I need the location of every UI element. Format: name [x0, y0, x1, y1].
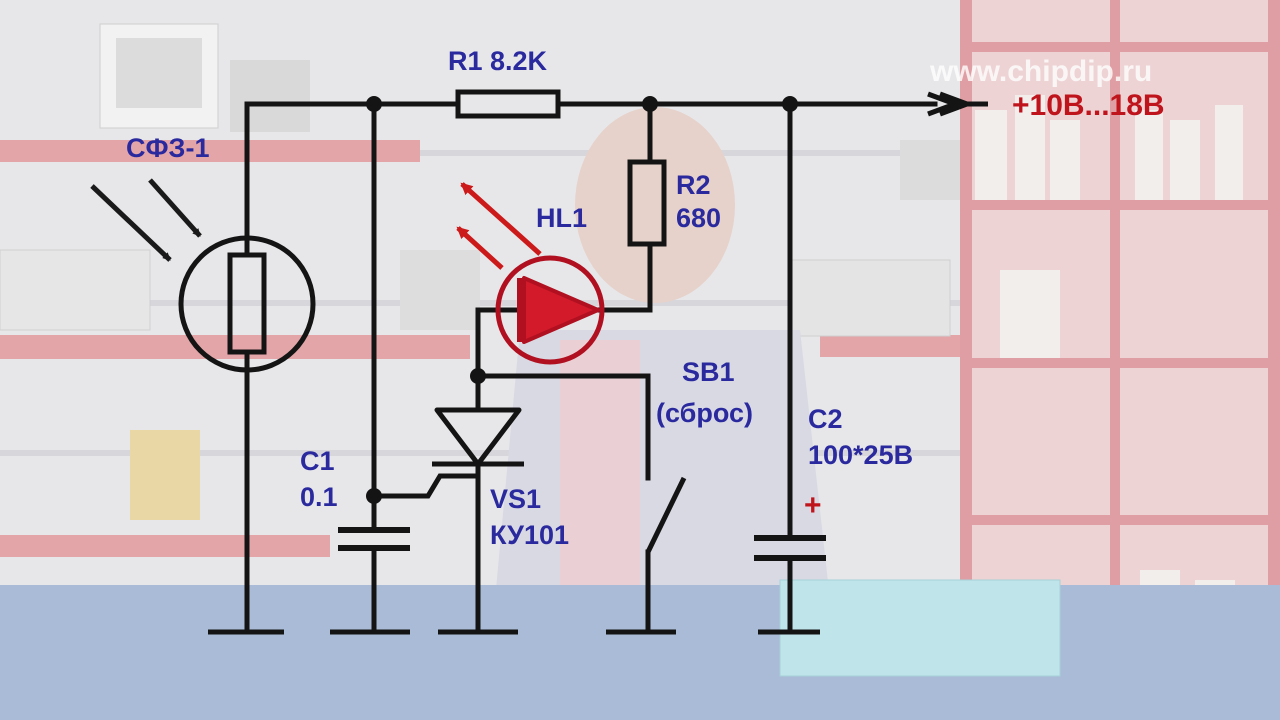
junction-c1-top	[366, 96, 382, 112]
label-c1-name: C1	[300, 446, 335, 476]
label-r2-value: 680	[676, 203, 722, 233]
c1-capacitor-icon	[338, 527, 410, 551]
junction-dots	[366, 96, 798, 504]
label-supply-voltage: +10В...18В	[1012, 89, 1165, 122]
supply-arrow	[927, 91, 988, 117]
junction-gate	[366, 488, 382, 504]
junction-r2-top	[642, 96, 658, 112]
label-hl1: HL1	[536, 203, 588, 233]
label-c1-value: 0.1	[300, 482, 338, 512]
c2-capacitor-icon	[754, 535, 826, 561]
led-icon	[456, 182, 605, 365]
label-c2-value: 100*25В	[808, 440, 914, 470]
label-vs1-type: КУ101	[490, 520, 569, 550]
label-vs1-name: VS1	[490, 484, 542, 514]
label-sb1-note: (сброс)	[656, 398, 753, 428]
wires	[244, 101, 938, 635]
label-r2-name: R2	[676, 170, 711, 200]
label-photoresistor: СФЗ-1	[126, 133, 210, 163]
label-sb1-name: SB1	[682, 357, 735, 387]
label-c2-name: C2	[808, 404, 843, 434]
junction-sb1	[470, 368, 486, 384]
thyristor-icon	[432, 407, 524, 467]
watermark-text: www.chipdip.ru	[930, 55, 1153, 88]
r1-resistor-icon	[455, 89, 561, 119]
r2-resistor-icon	[627, 159, 667, 247]
wire-sb1-top	[475, 373, 651, 481]
photoresistor-icon	[90, 178, 316, 373]
label-r1: R1 8.2K	[448, 46, 548, 76]
wire-gate	[371, 473, 481, 499]
sb1-switch-icon	[645, 476, 687, 554]
label-c2-polarity: +	[804, 489, 822, 522]
wire-r2-led	[595, 241, 653, 313]
junction-c2-top	[782, 96, 798, 112]
